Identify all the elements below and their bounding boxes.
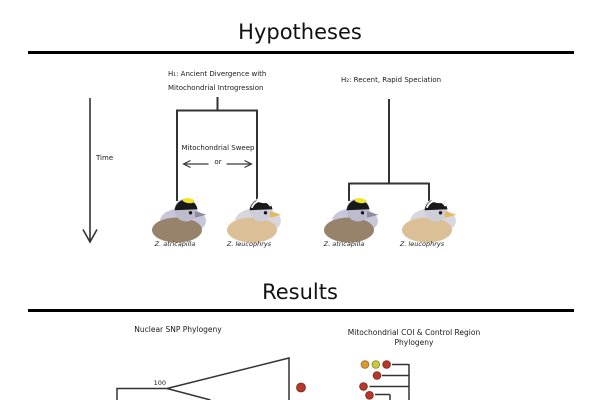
- mito-tree-lines: [369, 363, 410, 400]
- results-title: Results: [262, 280, 338, 304]
- h2-species-label-leucophrys: Z. leucophrys: [399, 240, 445, 248]
- h1-bird-atricapilla: [152, 197, 207, 243]
- mito-title-line1: Mitochondrial COI & Control Region: [347, 328, 481, 337]
- phylogeny-tip-dots: [296, 360, 391, 400]
- mitochondrial-sweep-arrows: [182, 159, 253, 169]
- mito-tip-dot-orange: [360, 360, 370, 369]
- nuclear-phylogeny-title: Nuclear SNP Phylogeny: [134, 325, 222, 334]
- nuclear-tip-dot-red: [296, 382, 306, 393]
- h2-bird-atricapilla: [324, 197, 379, 243]
- time-axis-arrow: [82, 98, 98, 244]
- hypotheses-divider: [28, 51, 574, 54]
- mito-title-line2: Phylogeny: [394, 338, 434, 347]
- mito-tip-dot-yellow: [371, 360, 381, 369]
- time-axis-arrowhead: [82, 229, 98, 244]
- sweep-right-arrow: [226, 159, 253, 169]
- bird-illustrations: [152, 196, 458, 244]
- mito-tip-dot-red-1: [382, 360, 391, 369]
- h1-label-line2: Mitochondrial Introgression: [168, 84, 264, 92]
- h1-tree-lines: [176, 97, 258, 201]
- mito-phylogeny-title: Mitochondrial COI & Control Region Phylo…: [348, 328, 480, 348]
- collapsed-clade-triangle: [166, 357, 290, 400]
- h2-bird-leucophrys: [401, 196, 458, 244]
- h2-species-label-atricapilla: Z. atricapilla: [323, 240, 365, 248]
- mitochondrial-tree: [369, 363, 410, 400]
- mito-tip-dot-red-2: [372, 371, 382, 380]
- nuclear-snp-tree: [116, 357, 290, 400]
- h1-bird-leucophrys: [226, 196, 283, 244]
- h2-tree-lines: [348, 99, 430, 201]
- nuclear-tree-root: [116, 387, 167, 400]
- h1-species-label-atricapilla: Z. atricapilla: [154, 240, 196, 248]
- mitochondrial-sweep-label: Mitochondrial Sweep: [181, 144, 255, 152]
- mito-tip-dot-red-4: [365, 391, 374, 400]
- h1-hypothesis-label: H₁: Ancient Divergence with Mitochondria…: [168, 67, 266, 95]
- hypothesis-trees: [176, 97, 430, 201]
- h1-species-label-leucophrys: Z. leucophrys: [226, 240, 272, 248]
- h1-label-line1: H₁: Ancient Divergence with: [168, 70, 267, 78]
- support-value-label: 100: [153, 379, 166, 387]
- hypotheses-title: Hypotheses: [238, 20, 362, 44]
- h2-hypothesis-label: H₂: Recent, Rapid Speciation: [341, 76, 442, 84]
- results-divider: [28, 309, 574, 312]
- sweep-or-label: or: [214, 158, 222, 166]
- time-axis-label: Time: [96, 154, 114, 162]
- mito-tip-dot-red-3: [359, 382, 368, 391]
- sweep-left-arrow: [182, 159, 209, 169]
